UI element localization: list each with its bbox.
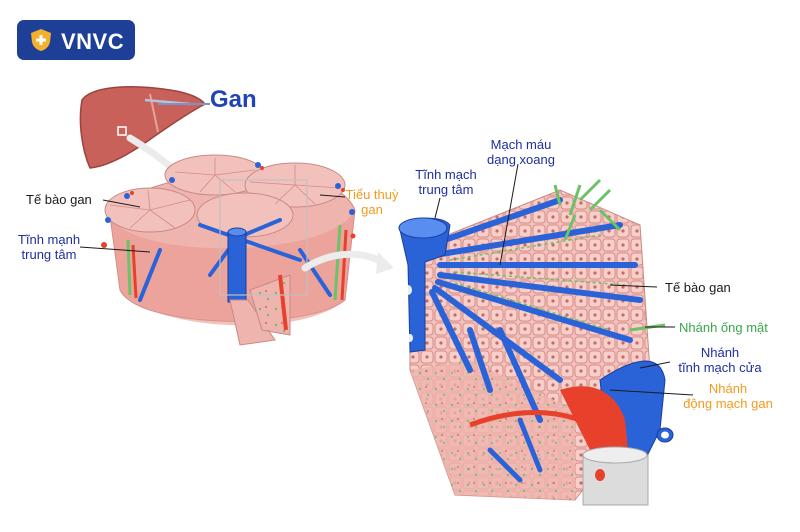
label-portal-vein: Nhánh tĩnh mạch cửa [668,345,772,375]
label-sinusoid-line1: Mạch máu [490,137,552,152]
liver-organ [79,86,210,169]
leader-lines [79,163,694,396]
label-portal-vein-line2: tĩnh mạch cửa [678,360,762,375]
vnvc-logo: VNVC [17,20,135,60]
label-central-vein-left-line2: trung tâm [21,247,77,262]
label-bile-duct: Nhánh ống mật [679,320,768,335]
label-hepatic-artery-line2: động mạch gan [683,396,773,411]
label-lobule: Tiểu thuỳ gan [342,187,402,217]
label-central-vein-right-line2: trung tâm [418,182,474,197]
label-sinusoid: Mạch máu dạng xoang [476,137,566,167]
label-central-vein-left: Tĩnh mạnh trung tâm [14,232,84,262]
label-central-vein-right: Tĩnh mạch trung tâm [408,167,484,197]
label-hepatic-artery: Nhánh động mạch gan [672,381,784,411]
label-central-vein-left-line1: Tĩnh mạnh [17,232,81,247]
zoom-arrow-1 [126,134,179,174]
label-lobule-line2: gan [361,202,383,217]
label-hepatocyte-right: Tế bào gan [665,280,731,295]
zoom-arrow-2 [301,250,386,272]
label-portal-vein-line1: Nhánh [700,345,740,360]
label-hepatocyte-left: Tế bào gan [26,192,92,207]
shield-icon [31,29,51,51]
label-lobule-line1: Tiểu thuỳ [345,187,399,202]
label-sinusoid-line2: dạng xoang [487,152,555,167]
lobule-block [101,154,356,346]
label-central-vein-right-line1: Tĩnh mạch [415,167,477,182]
brand-name: VNVC [61,29,125,54]
detailed-lobule-block [392,178,674,506]
label-hepatic-artery-line1: Nhánh [708,381,748,396]
diagram-title: Gan [210,86,257,113]
